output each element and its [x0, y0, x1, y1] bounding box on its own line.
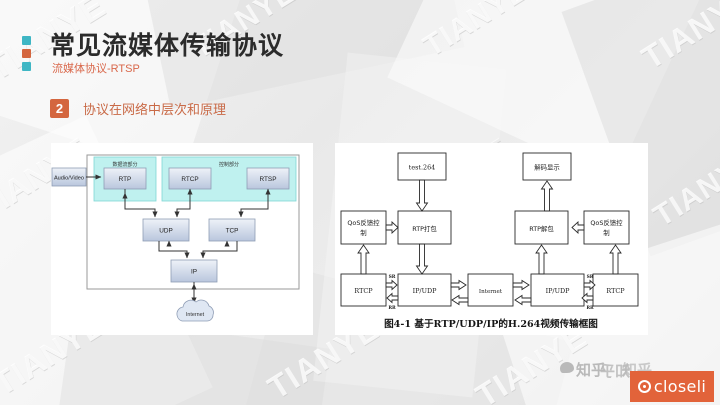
section-number-badge: 2 — [50, 99, 69, 118]
h264-transmission-diagram: test.264 解码显示 QoS反馈控 制 RTP打包 RTP解包 QoS反馈… — [340, 152, 639, 330]
right-arrow-label-sr: SR — [389, 275, 396, 280]
right-diagram-caption: 图4-1 基于RTP/UDP/IP的H.264视频传输框图 — [384, 318, 598, 330]
closeli-brand-text: closeli — [653, 377, 707, 396]
protocol-stack-diagram: 数据流部分 控制部分 Audio/Video RTP RTCP RTSP UDP… — [51, 154, 300, 322]
left-box-rtp: RTP — [119, 176, 132, 183]
closeli-logo: closeli — [630, 371, 714, 402]
page-subtitle: 流媒体协议-RTSP — [52, 63, 140, 75]
wechat-watermark-text: 知乎 — [576, 361, 607, 379]
right-diagram-panel: test.264 解码显示 QoS反馈控 制 RTP打包 RTP解包 QoS反馈… — [335, 143, 648, 335]
square-mark-teal — [22, 62, 31, 71]
left-cloud-label: Internet — [186, 312, 205, 318]
page-title: 常见流媒体传输协议 — [50, 32, 285, 60]
right-box-decode-display: 解码显示 — [534, 163, 560, 172]
svg-text:制: 制 — [603, 228, 609, 237]
right-box-rtp-pack: RTP打包 — [412, 224, 437, 233]
svg-text:制: 制 — [360, 228, 366, 237]
closeli-ring-icon — [637, 380, 651, 393]
header-square-marks — [22, 36, 31, 75]
left-group-label-data: 数据流部分 — [112, 161, 137, 168]
left-box-udp: UDP — [159, 228, 173, 235]
right-box-rtcp-left: RTCP — [354, 287, 373, 295]
right-box-test264: test.264 — [409, 164, 435, 172]
left-diagram-panel: 数据流部分 控制部分 Audio/Video RTP RTCP RTSP UDP… — [51, 143, 313, 335]
right-arrow-label-rr2: RR — [586, 306, 594, 311]
left-box-audio-video: Audio/Video — [54, 176, 84, 182]
right-box-ipudp-right: IP/UDP — [546, 287, 570, 295]
right-box-qos-right-l1: QoS反馈控 — [590, 218, 623, 227]
left-box-ip: IP — [191, 269, 197, 276]
wechat-bubble-icon — [560, 362, 574, 373]
left-group-label-control: 控制部分 — [219, 161, 239, 168]
section-heading: 2 协议在网络中层次和原理 — [50, 99, 226, 118]
left-box-rtcp: RTCP — [181, 176, 198, 183]
right-box-rtcp-right: RTCP — [606, 287, 625, 295]
left-box-tcp: TCP — [226, 228, 239, 235]
square-mark-orange — [22, 49, 31, 58]
wechat-watermark: 知乎 知乎 知乎 — [560, 359, 680, 381]
square-mark-teal — [22, 36, 31, 45]
right-arrow-label-rr: RR — [388, 306, 396, 311]
right-box-rtp-unpack: RTP解包 — [529, 224, 554, 233]
left-cloud-internet: Internet — [176, 299, 214, 322]
section-title: 协议在网络中层次和原理 — [83, 102, 227, 117]
right-box-ipudp-left: IP/UDP — [413, 287, 437, 295]
left-box-rtsp: RTSP — [260, 176, 277, 183]
right-box-qos-left-l1: QoS反馈控 — [347, 218, 380, 227]
right-arrow-label-sr2: SR — [587, 275, 594, 280]
right-box-internet: Internet — [479, 289, 503, 295]
